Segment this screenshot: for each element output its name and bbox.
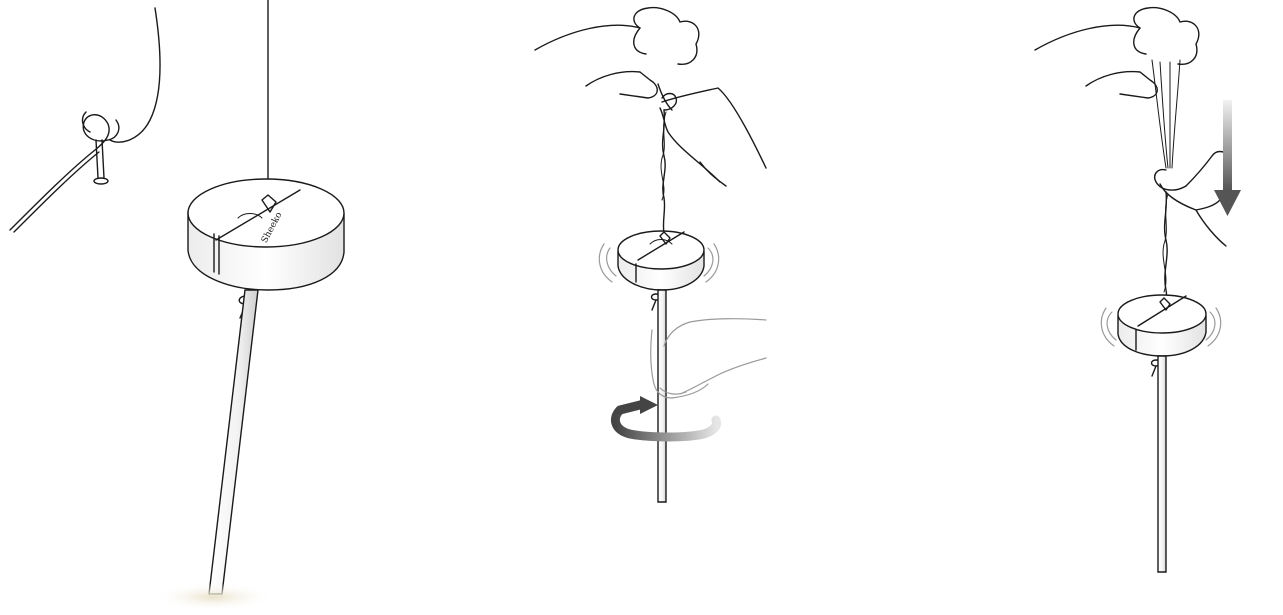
panel-pulling [1035,8,1241,572]
chime-rod [209,290,258,594]
chime-disc-small-3 [1118,295,1206,356]
hook-icon [10,8,160,232]
chime-disc: Sheeko [188,179,344,290]
hand-top-icon [535,8,766,186]
ground-shadow [154,583,274,611]
panel-hanging: Sheeko [10,0,344,611]
chime-disc-small [618,231,704,290]
panel-twisting [535,8,766,502]
chime-rod-small-3 [1158,356,1166,572]
hand-twisting-icon [651,319,766,398]
hand-top-icon-3 [1035,8,1199,98]
down-arrow-icon [1214,100,1241,216]
